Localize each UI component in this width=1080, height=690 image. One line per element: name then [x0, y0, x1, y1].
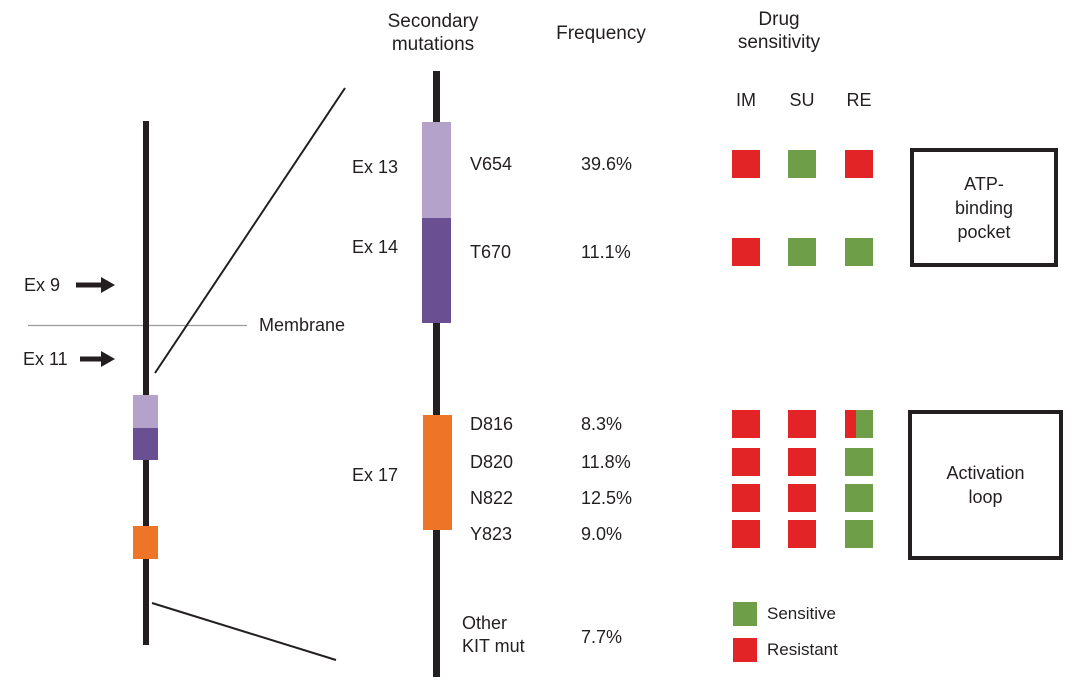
- sensitivity-cell-t670-im: [732, 238, 760, 266]
- other-kit-label: Other KIT mut: [462, 612, 525, 658]
- sensitivity-cell-d820-re: [845, 448, 873, 476]
- sensitivity-cell-t670-su: [788, 238, 816, 266]
- left-exon17-segment: [133, 526, 158, 559]
- ex9-label: Ex 9: [24, 275, 61, 295]
- residue-label: V654: [470, 153, 513, 174]
- residue-label: D816: [470, 413, 514, 434]
- exon13-segment: [422, 122, 451, 218]
- frequency-value: 39.6%: [581, 153, 633, 174]
- frequency-value: 8.3%: [581, 413, 623, 434]
- drug-sensitivity-header-line2: sensitivity: [737, 32, 821, 53]
- atp-label-line3: pocket: [957, 221, 1011, 242]
- drug-col-su: SU: [789, 90, 815, 110]
- drug-sensitivity-header-line1: Drug: [758, 9, 800, 30]
- sensitivity-cell-d816-re: [845, 410, 873, 438]
- sensitivity-cell-y823-im: [732, 520, 760, 548]
- legend-sensitive-label: Sensitive: [767, 604, 836, 623]
- secondary-mutations-header-line1: Secondary: [387, 11, 479, 32]
- ex9-arrow-icon: [76, 277, 115, 293]
- legend-resistant-swatch: [733, 638, 757, 662]
- drug-col-re: RE: [846, 90, 872, 110]
- residue-label: T670: [470, 241, 512, 262]
- membrane-label: Membrane: [259, 315, 346, 335]
- secondary-mutations-header: Secondary mutations: [353, 10, 513, 56]
- lower-connector-line: [151, 602, 337, 661]
- exon17-label: Ex 17: [351, 464, 398, 485]
- frequency-header: Frequency: [556, 23, 646, 44]
- frequency-value: 11.1%: [581, 241, 631, 262]
- exon13-label: Ex 13: [351, 156, 398, 177]
- atp-binding-pocket-label: ATP- binding pocket: [955, 172, 1013, 244]
- frequency-value: 9.0%: [581, 523, 623, 544]
- exon14-segment: [422, 218, 451, 323]
- sensitivity-cell-n822-su: [788, 484, 816, 512]
- sensitivity-cell-d820-im: [732, 448, 760, 476]
- activation-label-line2: loop: [968, 487, 1003, 507]
- other-kit-label-line1: Other: [462, 613, 508, 633]
- frequency-value: 7.7%: [581, 626, 623, 647]
- sensitivity-cell-v654-su: [788, 150, 816, 178]
- legend-resistant-label: Resistant: [767, 640, 838, 659]
- sensitivity-cell-v654-re: [845, 150, 873, 178]
- legend-sensitive-swatch: [733, 602, 757, 626]
- residue-label: Y823: [470, 523, 513, 544]
- sensitivity-cell-v654-im: [732, 150, 760, 178]
- sensitivity-cell-d816-im: [732, 410, 760, 438]
- left-exon13-segment: [133, 395, 158, 428]
- activation-label-line1: Activation: [946, 463, 1025, 483]
- ex11-label: Ex 11: [23, 349, 68, 369]
- drug-col-im: IM: [736, 90, 756, 110]
- other-kit-label-line2: KIT mut: [462, 636, 525, 656]
- sensitivity-cell-t670-re: [845, 238, 873, 266]
- exon17-segment: [423, 415, 452, 530]
- drug-sensitivity-header: Drug sensitivity: [709, 8, 849, 54]
- residue-label: D820: [470, 451, 514, 472]
- atp-binding-pocket-box: ATP- binding pocket: [910, 148, 1058, 267]
- upper-connector-line: [154, 87, 346, 374]
- sensitivity-cell-n822-im: [732, 484, 760, 512]
- left-receptor-bar: [143, 121, 149, 645]
- ex11-arrow-icon: [80, 351, 115, 367]
- exon14-label: Ex 14: [351, 236, 398, 257]
- residue-label: N822: [470, 487, 514, 508]
- left-exon14-segment: [133, 428, 158, 460]
- sensitivity-cell-d820-su: [788, 448, 816, 476]
- frequency-value: 12.5%: [581, 487, 633, 508]
- atp-label-line2: binding: [954, 197, 1014, 218]
- sensitivity-cell-y823-su: [788, 520, 816, 548]
- atp-label-line1: ATP-: [964, 173, 1004, 194]
- activation-loop-label: Activation loop: [946, 461, 1024, 509]
- sensitivity-cell-y823-re: [845, 520, 873, 548]
- frequency-value: 11.8%: [581, 451, 631, 472]
- activation-loop-box: Activation loop: [908, 410, 1063, 560]
- sensitivity-cell-n822-re: [845, 484, 873, 512]
- sensitivity-cell-d816-su: [788, 410, 816, 438]
- kinase-domain-bar: [433, 71, 440, 677]
- secondary-mutations-header-line2: mutations: [391, 34, 475, 55]
